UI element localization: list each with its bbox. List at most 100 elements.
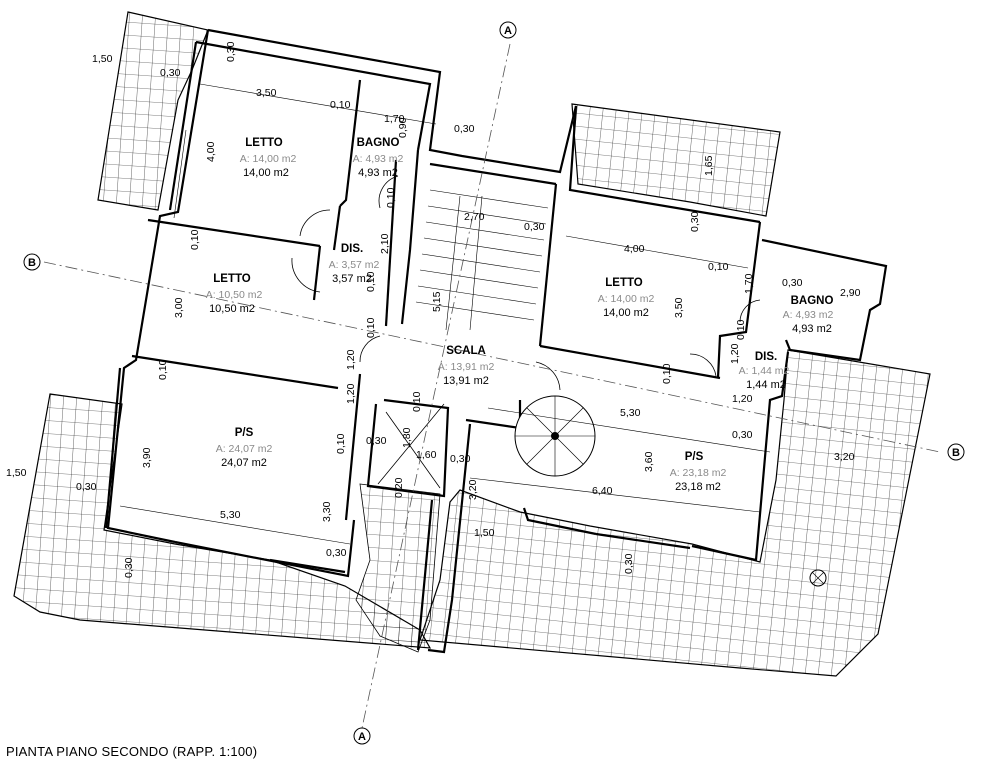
- room-ps-2: P/S A: 23,18 m2 23,18 m2: [670, 451, 727, 493]
- section-marker-a-bottom-label: A: [358, 731, 366, 743]
- dimension-label: 1,70: [384, 113, 405, 125]
- room-area: 4,93 m2: [358, 167, 398, 179]
- dimension-label: 1,50: [474, 527, 495, 539]
- room-name: DIS.: [755, 351, 777, 363]
- dimension-label: 1,20: [345, 383, 357, 404]
- dimension-label: 2,90: [840, 287, 861, 299]
- section-marker-a-bottom: [353, 727, 371, 745]
- room-area-a: A: 1,44 m2: [739, 365, 790, 377]
- room-name: BAGNO: [791, 295, 834, 307]
- dimension-label: 3,20: [467, 479, 479, 500]
- dimension-label: 3,90: [141, 447, 153, 468]
- section-marker-b-right-label: B: [952, 447, 960, 459]
- dimension-label: 0,10: [189, 229, 201, 250]
- section-marker-b-right: [947, 443, 965, 461]
- section-marker-a-top: [499, 21, 517, 39]
- dimension-label: 1,20: [345, 349, 357, 370]
- terrace-right: [419, 349, 931, 677]
- dimension-label: 1,60: [416, 449, 437, 461]
- room-name: BAGNO: [357, 137, 400, 149]
- dimension-label: 0,30: [524, 221, 545, 233]
- dimension-label: 0,10: [661, 363, 673, 384]
- balcony-top-right: [571, 103, 781, 217]
- dimension-label: 0,10: [735, 319, 747, 340]
- dimension-label: 0,30: [76, 481, 97, 493]
- dimension-label: 2,10: [379, 233, 391, 254]
- dimension-label: 1,80: [401, 427, 413, 448]
- room-area-a: A: 23,18 m2: [670, 467, 727, 479]
- room-area: 23,18 m2: [675, 481, 721, 493]
- room-name: LETTO: [245, 137, 283, 149]
- dimension-label: 1,65: [703, 155, 715, 176]
- room-area-a: A: 14,00 m2: [598, 293, 655, 305]
- section-marker-a-top-label: A: [504, 25, 512, 37]
- section-marker-b-left: [23, 253, 41, 271]
- dimension-label: 0,10: [385, 187, 397, 208]
- dimension-label: 0,10: [157, 359, 169, 380]
- dimension-label: 0,30: [623, 553, 635, 574]
- room-area: 14,00 m2: [603, 307, 649, 319]
- dimension-label: 0,30: [732, 429, 753, 441]
- room-name: P/S: [235, 427, 254, 439]
- door-swings: [291, 175, 761, 489]
- dimension-label: 0,30: [454, 123, 475, 135]
- section-lines: A A B B: [23, 21, 965, 745]
- terraces: [13, 11, 931, 677]
- terrace-center-strip: [355, 483, 441, 653]
- room-labels: LETTO A: 14,00 m2 14,00 m2 BAGNO A: 4,93…: [206, 137, 834, 493]
- dimension-label: 0,30: [225, 41, 237, 62]
- walls: [104, 28, 888, 654]
- dimension-label: 0,30: [689, 211, 701, 232]
- dimension-label: 1,70: [743, 273, 755, 294]
- dimension-label: 0,30: [160, 67, 181, 79]
- dimension-label: 0,30: [782, 277, 803, 289]
- room-name: LETTO: [605, 277, 643, 289]
- dimension-label: 5,30: [220, 509, 241, 521]
- room-area: 14,00 m2: [243, 167, 289, 179]
- room-bagno-2: BAGNO A: 4,93 m2 4,93 m2: [783, 295, 834, 335]
- dimension-label: 3,20: [834, 451, 855, 463]
- room-dis-2: DIS. A: 1,44 m2 1,44 m2: [739, 351, 790, 391]
- dimension-label: 2,70: [464, 211, 485, 223]
- drawing-caption: PIANTA PIANO SECONDO (RAPP. 1:100): [6, 744, 258, 759]
- dimension-labels: 1,50 0,30 0,30 3,50 0,10 1,70 0,90 0,30 …: [6, 41, 861, 578]
- dimension-label: 3,30: [321, 501, 333, 522]
- room-area-a: A: 4,93 m2: [353, 153, 404, 165]
- dimension-label: 0,10: [708, 261, 729, 273]
- dimension-label: 0,10: [335, 433, 347, 454]
- dimension-label: 3,50: [673, 297, 685, 318]
- room-area: 13,91 m2: [443, 375, 489, 387]
- dimension-label: 3,60: [643, 451, 655, 472]
- dimension-label: 0,10: [411, 391, 423, 412]
- room-area-a: A: 14,00 m2: [240, 153, 297, 165]
- room-area: 10,50 m2: [209, 303, 255, 315]
- stair-treads: [415, 189, 549, 331]
- room-name: DIS.: [341, 243, 363, 255]
- dimension-label: 5,30: [620, 407, 641, 419]
- room-scala: SCALA A: 13,91 m2 13,91 m2: [438, 345, 495, 387]
- section-marker-b-left-label: B: [28, 257, 36, 269]
- room-area-a: A: 4,93 m2: [783, 309, 834, 321]
- dimension-label: 1,50: [6, 467, 27, 479]
- spiral-stair: [514, 395, 596, 477]
- room-area: 1,44 m2: [746, 379, 786, 391]
- room-area: 3,57 m2: [332, 273, 372, 285]
- dimension-label: 0,90: [397, 117, 409, 138]
- dimension-label: 0,30: [123, 557, 135, 578]
- dimension-label: 0,30: [326, 547, 347, 559]
- room-letto-1: LETTO A: 14,00 m2 14,00 m2: [240, 137, 297, 179]
- room-area-a: A: 10,50 m2: [206, 289, 263, 301]
- dimension-label: 1,50: [92, 53, 113, 65]
- room-letto-3: LETTO A: 14,00 m2 14,00 m2: [598, 277, 655, 319]
- room-area-a: A: 24,07 m2: [216, 443, 273, 455]
- room-area: 4,93 m2: [792, 323, 832, 335]
- drain-symbol: [809, 569, 827, 587]
- room-name: SCALA: [446, 345, 486, 357]
- dimension-label: 4,00: [205, 141, 217, 162]
- room-ps-1: P/S A: 24,07 m2 24,07 m2: [216, 427, 273, 469]
- dimension-label: 0,30: [450, 453, 471, 465]
- room-area: 24,07 m2: [221, 457, 267, 469]
- dimension-lines: [119, 83, 771, 545]
- balcony-top-left: [97, 11, 209, 211]
